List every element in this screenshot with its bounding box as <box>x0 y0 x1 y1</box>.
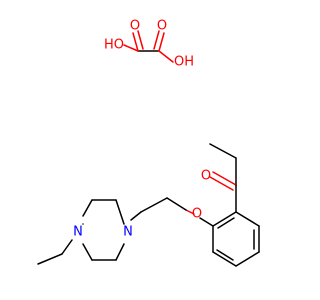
atom-piperazine-n1: N <box>123 225 133 240</box>
ring-bond-3 <box>235 251 260 267</box>
bond-c-o-double-right-a <box>158 32 165 52</box>
pip-bond-6 <box>115 243 125 261</box>
oxalic-acid <box>123 30 174 63</box>
ring-inner-3 <box>217 217 235 229</box>
bond-ch2-ch2 <box>140 197 168 213</box>
piperazine-ring <box>82 199 125 261</box>
bond-ch2-ch3 <box>37 253 63 265</box>
benzene-ring <box>212 211 260 267</box>
bond-c-oh-right <box>158 50 174 63</box>
atom-o-top-right: O <box>157 19 167 34</box>
atom-ketone-o: O <box>201 169 211 184</box>
bond-c-o-double-left-b <box>137 30 144 50</box>
atom-o-top-left: O <box>130 19 140 34</box>
bond-ch3-ch2 <box>209 143 237 159</box>
pip-bond-4 <box>82 243 93 261</box>
bond-o-ch2-a <box>185 209 195 215</box>
bond-ch2-n <box>130 211 142 221</box>
n-ethyl-group <box>37 239 73 265</box>
ring-bond-4 <box>212 251 237 267</box>
bond-c-oh-left <box>123 44 139 52</box>
ethoxy-linker <box>130 197 214 227</box>
bond-co-double-b <box>209 176 234 191</box>
propanoyl-group <box>209 143 237 213</box>
bond-ring-o <box>199 217 214 227</box>
bond-co-double-a <box>212 171 237 186</box>
atom-ether-o: O <box>192 207 202 222</box>
bond-c-o-double-left-a <box>132 32 139 52</box>
ring-inner-2 <box>216 249 234 261</box>
atom-oh-right: OH <box>174 55 194 70</box>
molecule-drawing: HO OH O O O O N N <box>37 19 260 267</box>
pip-bond-1 <box>115 199 125 225</box>
pip-bond-3 <box>82 199 93 217</box>
bond-o-ch2-b <box>166 197 187 211</box>
ring-bond-6 <box>212 211 237 227</box>
structure-canvas: HO OH O O O O N N <box>37 19 260 267</box>
bond-c-o-double-right-b <box>153 30 160 50</box>
atom-ho-left: HO <box>104 38 124 53</box>
atom-piperazine-n4: N <box>73 225 83 240</box>
ring-bond-1 <box>235 211 260 227</box>
bond-n-ch2 <box>61 239 73 255</box>
